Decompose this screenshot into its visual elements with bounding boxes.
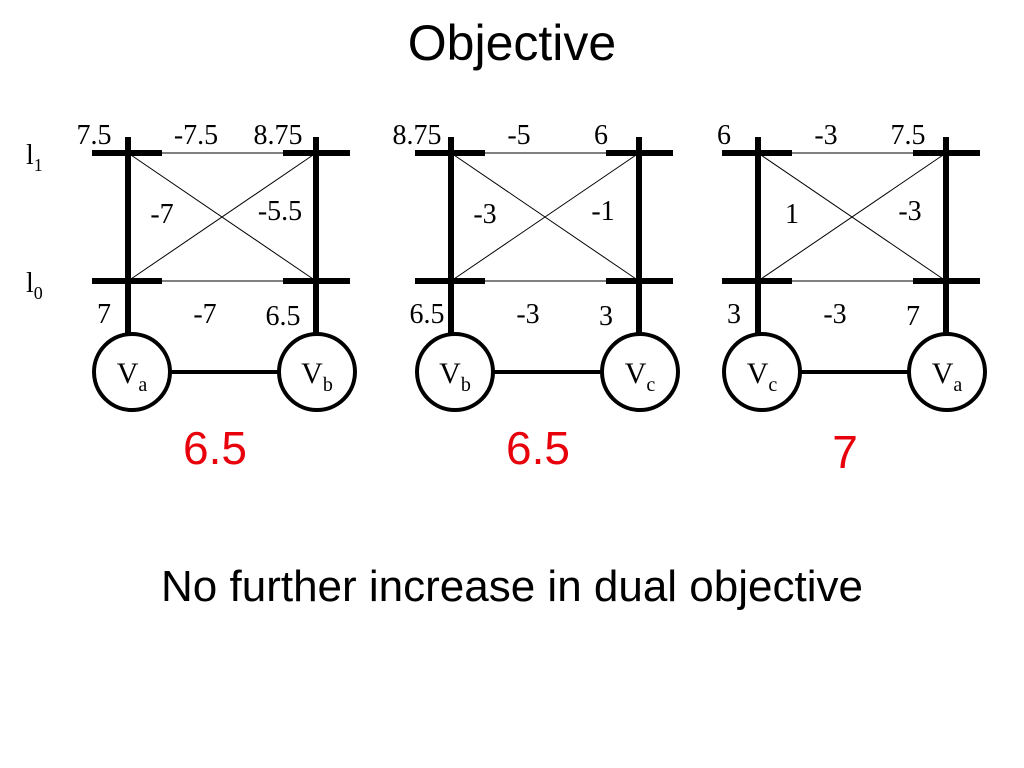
label-top-left: 8.75 [393, 120, 442, 151]
left-node [415, 332, 495, 412]
edge-diagonal-up [450, 152, 640, 282]
row-label-l1: l1 [26, 140, 43, 175]
left-node [92, 332, 172, 412]
label-bottom-right: 6.5 [266, 301, 301, 332]
label-diag-right: -5.5 [258, 196, 302, 227]
label-diag-left: -7 [150, 199, 173, 230]
label-bottom-left: 3 [727, 299, 741, 330]
objective-value: 6.5 [506, 422, 570, 474]
panel-3: Vc Va 6 -3 7.5 1 -3 3 -3 7 7 [717, 120, 987, 478]
left-node-label: Vc [747, 357, 778, 396]
objective-value: 7 [832, 426, 858, 478]
label-bottom-mid: -3 [516, 299, 539, 330]
panel-2: Vb Vc 8.75 -5 6 -3 -1 6.5 -3 3 6.5 [393, 120, 680, 474]
right-node [600, 332, 680, 412]
label-bottom-left: 6.5 [410, 299, 445, 330]
caption: No further increase in dual objective [161, 562, 863, 611]
edge-diagonal-up [757, 152, 947, 282]
row-label-l0: l0 [26, 268, 43, 303]
objective-value: 6.5 [183, 422, 247, 474]
label-bottom-mid: -3 [823, 299, 846, 330]
label-top-mid: -3 [814, 120, 837, 151]
label-bottom-right: 7 [906, 301, 920, 332]
label-bottom-left: 7 [97, 299, 111, 330]
label-top-mid: -7.5 [174, 120, 218, 151]
left-node [722, 332, 802, 412]
right-node-label: Vc [625, 357, 656, 396]
right-node [907, 332, 987, 412]
right-node [277, 332, 357, 412]
label-diag-right: -1 [591, 196, 614, 227]
label-diag-left: -3 [473, 199, 496, 230]
row-labels: l1 l0 [26, 140, 43, 303]
label-top-right: 8.75 [254, 120, 303, 151]
label-bottom-mid: -7 [193, 299, 216, 330]
label-diag-left: 1 [785, 199, 799, 230]
right-node-label: Va [932, 357, 963, 396]
left-node-label: Va [117, 357, 148, 396]
label-top-mid: -5 [507, 120, 530, 151]
edge-diagonal-up [127, 152, 317, 282]
label-top-left: 6 [717, 120, 731, 151]
left-node-label: Vb [439, 357, 471, 396]
label-top-right: 6 [594, 120, 608, 151]
slide-title: Objective [407, 15, 617, 71]
label-top-left: 7.5 [77, 120, 112, 151]
label-bottom-right: 3 [599, 301, 613, 332]
label-top-right: 7.5 [891, 120, 926, 151]
panel-1: Va Vb 7.5 -7.5 8.75 -7 -5.5 7 -7 6.5 6.5 [77, 120, 357, 474]
right-node-label: Vb [301, 357, 333, 396]
label-diag-right: -3 [898, 196, 921, 227]
